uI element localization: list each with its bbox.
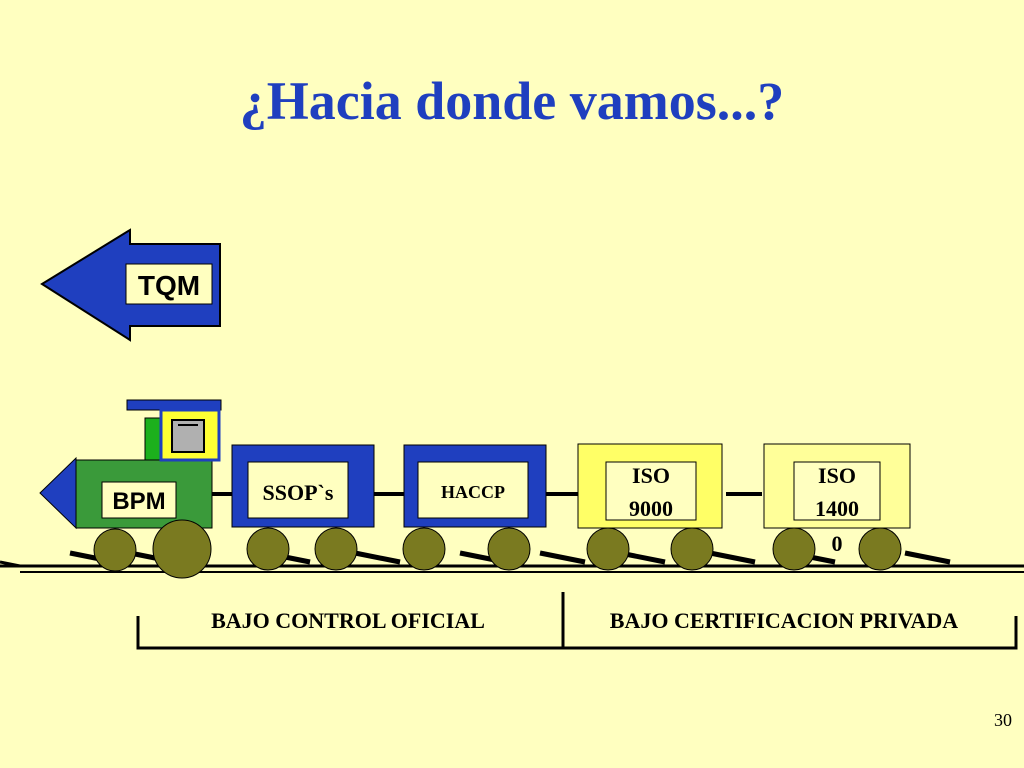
- car-iso14000: ISO 1400 0: [763, 443, 911, 556]
- wheel: [246, 527, 290, 571]
- rail-sleeper: [354, 550, 401, 565]
- car-label-line2: 9000: [629, 496, 673, 521]
- page-number: 30: [994, 710, 1012, 730]
- wheel: [858, 527, 902, 571]
- rail-end: [0, 560, 21, 568]
- wheels: [93, 519, 902, 579]
- wheel: [402, 527, 446, 571]
- tqm-arrow: TQM: [40, 228, 221, 342]
- car-label-box: [605, 461, 697, 521]
- car-label-line2: 1400: [815, 496, 859, 521]
- rail-sleeper: [904, 550, 951, 565]
- car-label-box: [793, 461, 881, 521]
- tqm-label-box: [125, 263, 213, 305]
- slide-title: ¿Hacia donde vamos...?: [239, 71, 785, 131]
- car-haccp: HACCP: [403, 444, 547, 528]
- car-label-box: [247, 461, 349, 519]
- bpm-label-box: [101, 481, 177, 519]
- rail-sleeper: [709, 550, 756, 565]
- engine-chimney: [144, 417, 162, 461]
- tqm-label: TQM: [138, 270, 200, 301]
- wheel: [314, 527, 358, 571]
- car-label-line3: 0: [832, 531, 843, 556]
- wheel: [772, 527, 816, 571]
- wheel: [586, 527, 630, 571]
- car-label-box: [417, 461, 529, 519]
- car-label-line1: ISO: [818, 463, 856, 488]
- section-official-label: BAJO CONTROL OFICIAL: [211, 608, 485, 633]
- bpm-label: BPM: [112, 488, 165, 515]
- rail-sleeper: [539, 550, 586, 565]
- wheel: [93, 528, 137, 572]
- car-label: HACCP: [441, 482, 505, 502]
- wheel: [487, 527, 531, 571]
- wheel: [670, 527, 714, 571]
- car-iso9000: ISO 9000: [577, 443, 723, 529]
- car-ssops: SSOP`s: [231, 444, 375, 528]
- wheel: [152, 519, 212, 579]
- section-private-label: BAJO CERTIFICACION PRIVADA: [610, 608, 959, 633]
- section-bracket: [136, 592, 1018, 650]
- car-label-line1: ISO: [632, 463, 670, 488]
- car-label: SSOP`s: [263, 480, 334, 505]
- engine-cowcatcher: [39, 456, 77, 530]
- engine-bpm: BPM: [39, 399, 222, 530]
